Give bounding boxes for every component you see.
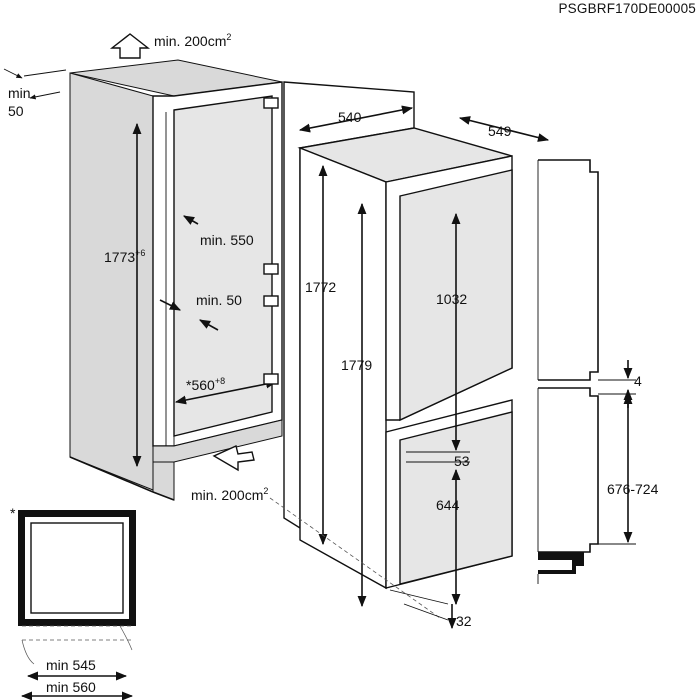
upper-door-height-label: 1032 <box>436 291 467 307</box>
air-top-label: min. 200cm2 <box>154 32 231 49</box>
niche-depth-arrow <box>183 215 199 225</box>
niche-cabinet <box>69 59 283 501</box>
door-width-line <box>298 105 414 133</box>
wall-clearance-value: 50 <box>8 103 24 119</box>
niche-width-line <box>174 379 278 405</box>
appliance-depth-line <box>458 116 550 142</box>
door-total-height-label: 1779 <box>341 357 372 373</box>
niche-width-label: *560+8 <box>186 376 225 393</box>
side-section <box>537 159 599 584</box>
lower-door-height-label: 644 <box>436 497 460 513</box>
plan-view <box>18 510 136 665</box>
plan-min-545-label: min 545 <box>46 657 96 673</box>
rear-gap-label: min. 50 <box>196 292 242 308</box>
niche-height-label: 1773+6 <box>104 248 145 265</box>
air-bottom-label: min. 200cm2 <box>191 486 268 503</box>
document-code: PSGBRF170DE00005 <box>558 1 696 16</box>
furniture-door-height-label: 676-724 <box>607 481 659 497</box>
appliance-depth-label: 549 <box>488 123 512 139</box>
niche-depth-label: min. 550 <box>200 232 254 248</box>
air-inlet-arrow <box>212 445 255 472</box>
appliance-height-label: 1772 <box>305 279 336 295</box>
wall-clearance-line <box>3 68 23 79</box>
plinth-offset-label: 32 <box>456 613 472 629</box>
door-gap-label: 53 <box>454 453 470 469</box>
door-joint-gap-label: 4 <box>634 373 642 389</box>
wall-clearance-label: min. <box>8 85 34 101</box>
air-outlet-arrow <box>109 33 151 59</box>
appliance <box>283 81 513 590</box>
door-width-label: 540 <box>338 109 362 125</box>
asterisk-label: * <box>10 505 16 521</box>
plan-min-560-label: min 560 <box>46 679 96 695</box>
